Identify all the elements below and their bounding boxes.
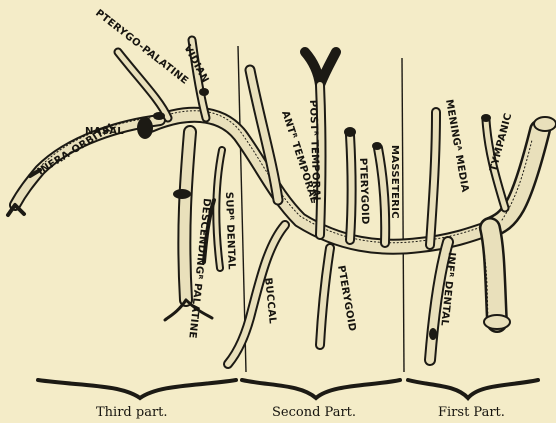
pterygoid-lower-vessel bbox=[320, 248, 330, 345]
infra-orbital-vessel bbox=[8, 118, 160, 215]
label-first-part: First Part. bbox=[438, 405, 505, 420]
label-nasal: NASAL bbox=[85, 126, 124, 137]
label-meningea-media: MENINGᴬ MEDIA bbox=[443, 99, 470, 194]
divider-second-first bbox=[402, 58, 404, 372]
label-third-part: Third part. bbox=[96, 405, 168, 420]
pterygoid-upper-vessel bbox=[344, 127, 356, 240]
label-masseteric: MASSETERIC bbox=[389, 145, 400, 219]
brace-third-part bbox=[38, 380, 236, 398]
brace-second-part bbox=[242, 380, 400, 398]
nasal-vessel bbox=[137, 117, 153, 139]
vessel-network bbox=[8, 40, 556, 364]
label-buccal: BUCCAL bbox=[262, 277, 278, 325]
label-second-part: Second Part. bbox=[272, 405, 356, 420]
label-pterygoid-lower: PTERYGOID bbox=[335, 265, 357, 333]
label-sup-dental: SUPᴿ DENTAL bbox=[223, 192, 237, 271]
label-pterygoid-upper: PTERYGOID bbox=[357, 158, 370, 225]
brace-first-part bbox=[408, 380, 538, 398]
meningea-media-vessel bbox=[430, 112, 436, 245]
masseteric-vessel bbox=[372, 142, 385, 243]
